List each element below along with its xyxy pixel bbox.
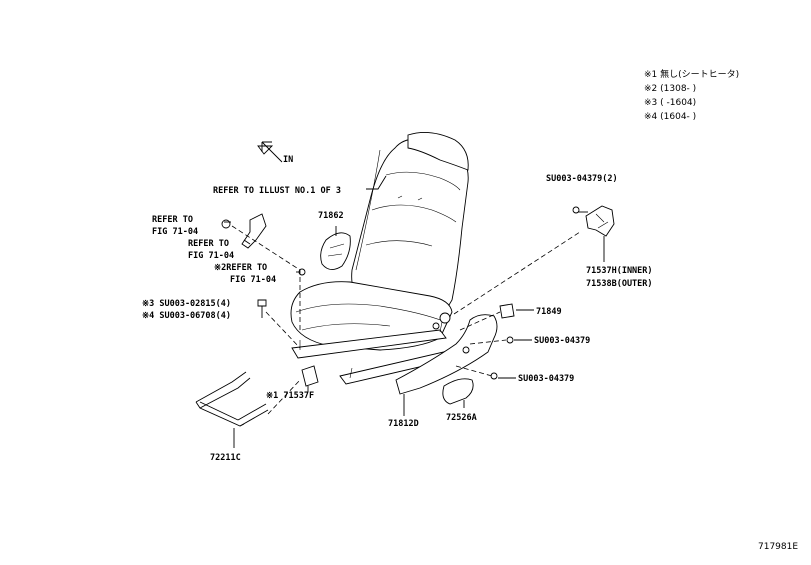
- diagram-id: 717981E: [758, 542, 798, 552]
- wire-frame-72211c: [195, 371, 269, 427]
- clip-71849: [499, 303, 515, 319]
- label-bolt-1: ※3 SU003-02815(4): [142, 299, 231, 309]
- note-4: ※4 (1604- ): [644, 112, 696, 122]
- leader-lines: [224, 175, 605, 448]
- label-71537f: ※1 71537F: [266, 391, 314, 401]
- label-su-top: SU003-04379(2): [546, 174, 618, 184]
- direction-arrow-icon: IN: [257, 141, 293, 165]
- note-2: ※2 (1308- ): [644, 84, 696, 94]
- callout-labels: REFER TO ILLUST NO.1 OF 3 REFER TO FIG 7…: [142, 174, 653, 463]
- label-72526a: 72526A: [446, 413, 477, 423]
- direction-label: IN: [283, 155, 293, 165]
- label-71812d: 71812D: [388, 419, 419, 429]
- label-71849: 71849: [536, 307, 562, 317]
- note-1: ※1 無し(シートヒータ): [644, 68, 739, 80]
- cover-71862: [320, 232, 351, 270]
- label-su-mid: SU003-04379: [534, 336, 590, 346]
- label-refer-fig-c-line1: ※2REFER TO: [214, 263, 267, 273]
- hook-part: [241, 213, 267, 249]
- label-71862: 71862: [318, 211, 344, 221]
- label-bolt-2: ※4 SU003-06708(4): [142, 311, 231, 321]
- notes-legend: ※1 無し(シートヒータ) ※2 (1308- ) ※3 ( -1604) ※4…: [644, 68, 739, 122]
- label-72211c: 72211C: [210, 453, 241, 463]
- label-refer-fig-a-line1: REFER TO: [152, 215, 193, 225]
- label-refer-fig-a-line2: FIG 71-04: [152, 227, 198, 237]
- label-refer-illust: REFER TO ILLUST NO.1 OF 3: [213, 186, 341, 196]
- label-refer-fig-b-line1: REFER TO: [188, 239, 229, 249]
- label-71537h: 71537H(INNER): [586, 266, 653, 276]
- pad-71537f: [301, 365, 319, 387]
- seat-rails: [291, 312, 459, 385]
- bracket-71537h: [572, 205, 615, 237]
- label-su-low: SU003-04379: [518, 374, 574, 384]
- label-refer-fig-c-line2: FIG 71-04: [230, 275, 276, 285]
- label-refer-fig-b-line2: FIG 71-04: [188, 251, 234, 261]
- knob-72526a: [442, 378, 474, 405]
- seat-cushion: [290, 281, 453, 351]
- label-71538b: 71538B(OUTER): [586, 279, 653, 289]
- side-shield-71812d: [395, 314, 498, 395]
- note-3: ※3 ( -1604): [644, 98, 696, 108]
